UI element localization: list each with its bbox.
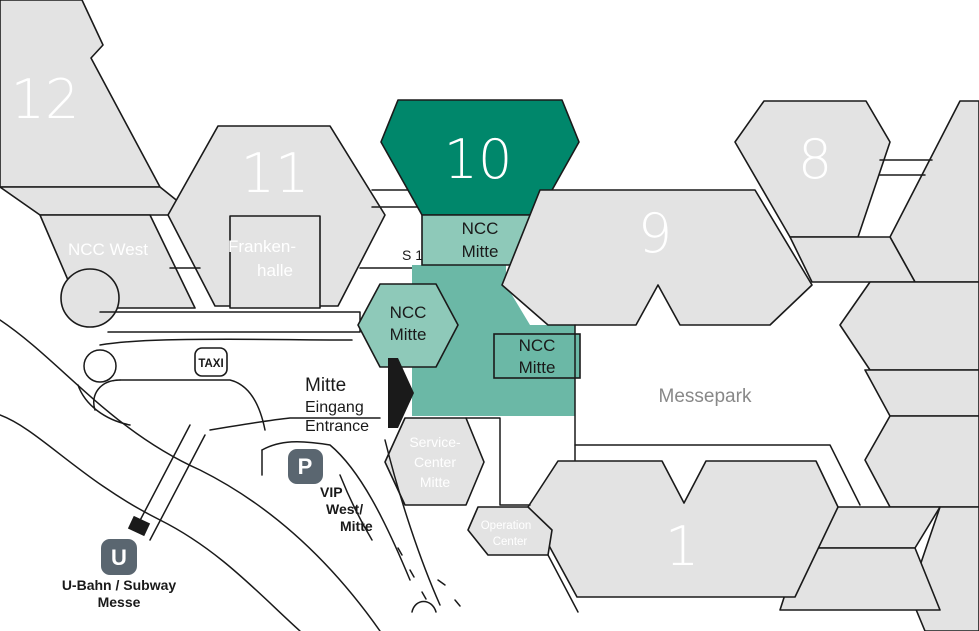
hall-7[interactable] bbox=[789, 100, 979, 283]
subway-label-2: Messe bbox=[98, 594, 141, 610]
ncc-west[interactable]: NCC West bbox=[39, 214, 196, 328]
ncc-mitte-box-label-2: Mitte bbox=[519, 358, 556, 377]
ncc-mitte-hex[interactable]: NCC Mitte bbox=[357, 283, 459, 368]
hall-10-number: 10 bbox=[444, 128, 513, 191]
subway-symbol: U bbox=[111, 545, 127, 570]
hall-11[interactable]: 11 Franken- halle bbox=[167, 125, 386, 309]
ncc-mitte-area[interactable]: NCC Mitte NCC Mitte bbox=[412, 214, 581, 416]
hall-4[interactable] bbox=[864, 415, 979, 508]
ncc-mitte-hex-label-1: NCC bbox=[390, 303, 427, 322]
hall-9[interactable]: 9 bbox=[501, 189, 813, 326]
hall-3[interactable] bbox=[779, 506, 979, 631]
parking-label-1: VIP bbox=[320, 484, 343, 500]
taxi-stand[interactable]: TAXI bbox=[194, 347, 228, 377]
parking-symbol: P bbox=[298, 454, 313, 479]
service-label-3: Mitte bbox=[420, 474, 451, 490]
entrance-label-2: Eingang bbox=[305, 399, 364, 416]
service-label-2: Center bbox=[414, 454, 456, 470]
ncc-mitte-hex-label-2: Mitte bbox=[390, 325, 427, 344]
subway-label-1: U-Bahn / Subway bbox=[62, 577, 177, 593]
service-label-1: Service- bbox=[409, 434, 461, 450]
hall-8[interactable]: 8 bbox=[734, 100, 891, 238]
hall-10[interactable]: 10 bbox=[380, 99, 580, 216]
operation-label-1: Operation bbox=[481, 520, 532, 532]
subway-station[interactable]: U U-Bahn / Subway Messe bbox=[62, 539, 177, 610]
ncc-mitte-box[interactable] bbox=[493, 333, 581, 379]
connector-8-7 bbox=[879, 159, 933, 176]
hall-5[interactable] bbox=[839, 281, 979, 417]
service-connector bbox=[465, 417, 531, 506]
hall-11-number: 11 bbox=[241, 142, 310, 205]
ncc-west-label: NCC West bbox=[68, 240, 148, 259]
roads bbox=[0, 319, 579, 631]
hall-9-number: 9 bbox=[638, 202, 672, 265]
parking-label-2: West/ bbox=[326, 501, 363, 517]
frankenhalle[interactable] bbox=[229, 215, 321, 309]
hall-12[interactable]: 12 bbox=[0, 0, 196, 216]
roundabout bbox=[83, 349, 117, 383]
hall-8-number: 8 bbox=[798, 128, 832, 191]
hall-12-number: 12 bbox=[11, 68, 80, 131]
connector-west bbox=[99, 311, 361, 333]
parking-label-3: Mitte bbox=[340, 518, 373, 534]
ncc-mitte-top-label-1: NCC bbox=[462, 219, 499, 238]
ncc-west-rotunda bbox=[60, 268, 120, 328]
entrance-arrow-icon bbox=[388, 358, 414, 428]
entrance-label-1: Mitte bbox=[305, 375, 346, 396]
hall-1-outline bbox=[574, 444, 861, 506]
ncc-mitte-box-label-1: NCC bbox=[519, 336, 556, 355]
subway-entrance-marker bbox=[127, 515, 151, 537]
hall-1[interactable]: 1 bbox=[527, 444, 861, 598]
parking-icon bbox=[288, 449, 323, 484]
hall-1-number: 1 bbox=[665, 515, 699, 578]
taxi-label: TAXI bbox=[198, 358, 223, 370]
ncc-mitte-top-label-2: Mitte bbox=[462, 242, 499, 261]
operation-label-2: Center bbox=[493, 536, 528, 548]
frankenhalle-label-1: Franken- bbox=[228, 237, 296, 256]
subway-icon bbox=[101, 539, 137, 575]
messepark-label: Messepark bbox=[659, 386, 752, 407]
parking-vip[interactable]: P VIP West/ Mitte bbox=[288, 449, 373, 534]
entrance-label-3: Entrance bbox=[305, 418, 369, 435]
frankenhalle-label-2: halle bbox=[257, 261, 293, 280]
